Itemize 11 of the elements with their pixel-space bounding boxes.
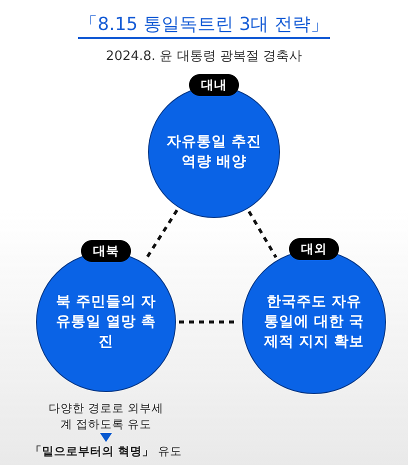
circle-text: 북 주민들의 자유통일 열망 촉진	[54, 293, 158, 352]
subtitle: 2024.8. 윤 대통령 광복절 경축사	[106, 49, 302, 64]
circle-text: 자유통일 추진역량 배양	[165, 133, 263, 172]
tag-label: 대북	[81, 240, 131, 262]
tag-label: 대내	[189, 74, 239, 96]
title: 「8.15 통일독트린 3대 전략」	[78, 12, 330, 39]
dashed-connector	[248, 210, 278, 258]
circle-text: 한국주도 자유통일에 대한 국제적 지지 확보	[262, 293, 366, 352]
note-text: 다양한 경로로 외부세계 접하도록 유도	[47, 400, 165, 432]
note-text: 「밑으로부터의 혁명」 유도	[29, 443, 183, 459]
tag-label: 대외	[289, 238, 339, 260]
